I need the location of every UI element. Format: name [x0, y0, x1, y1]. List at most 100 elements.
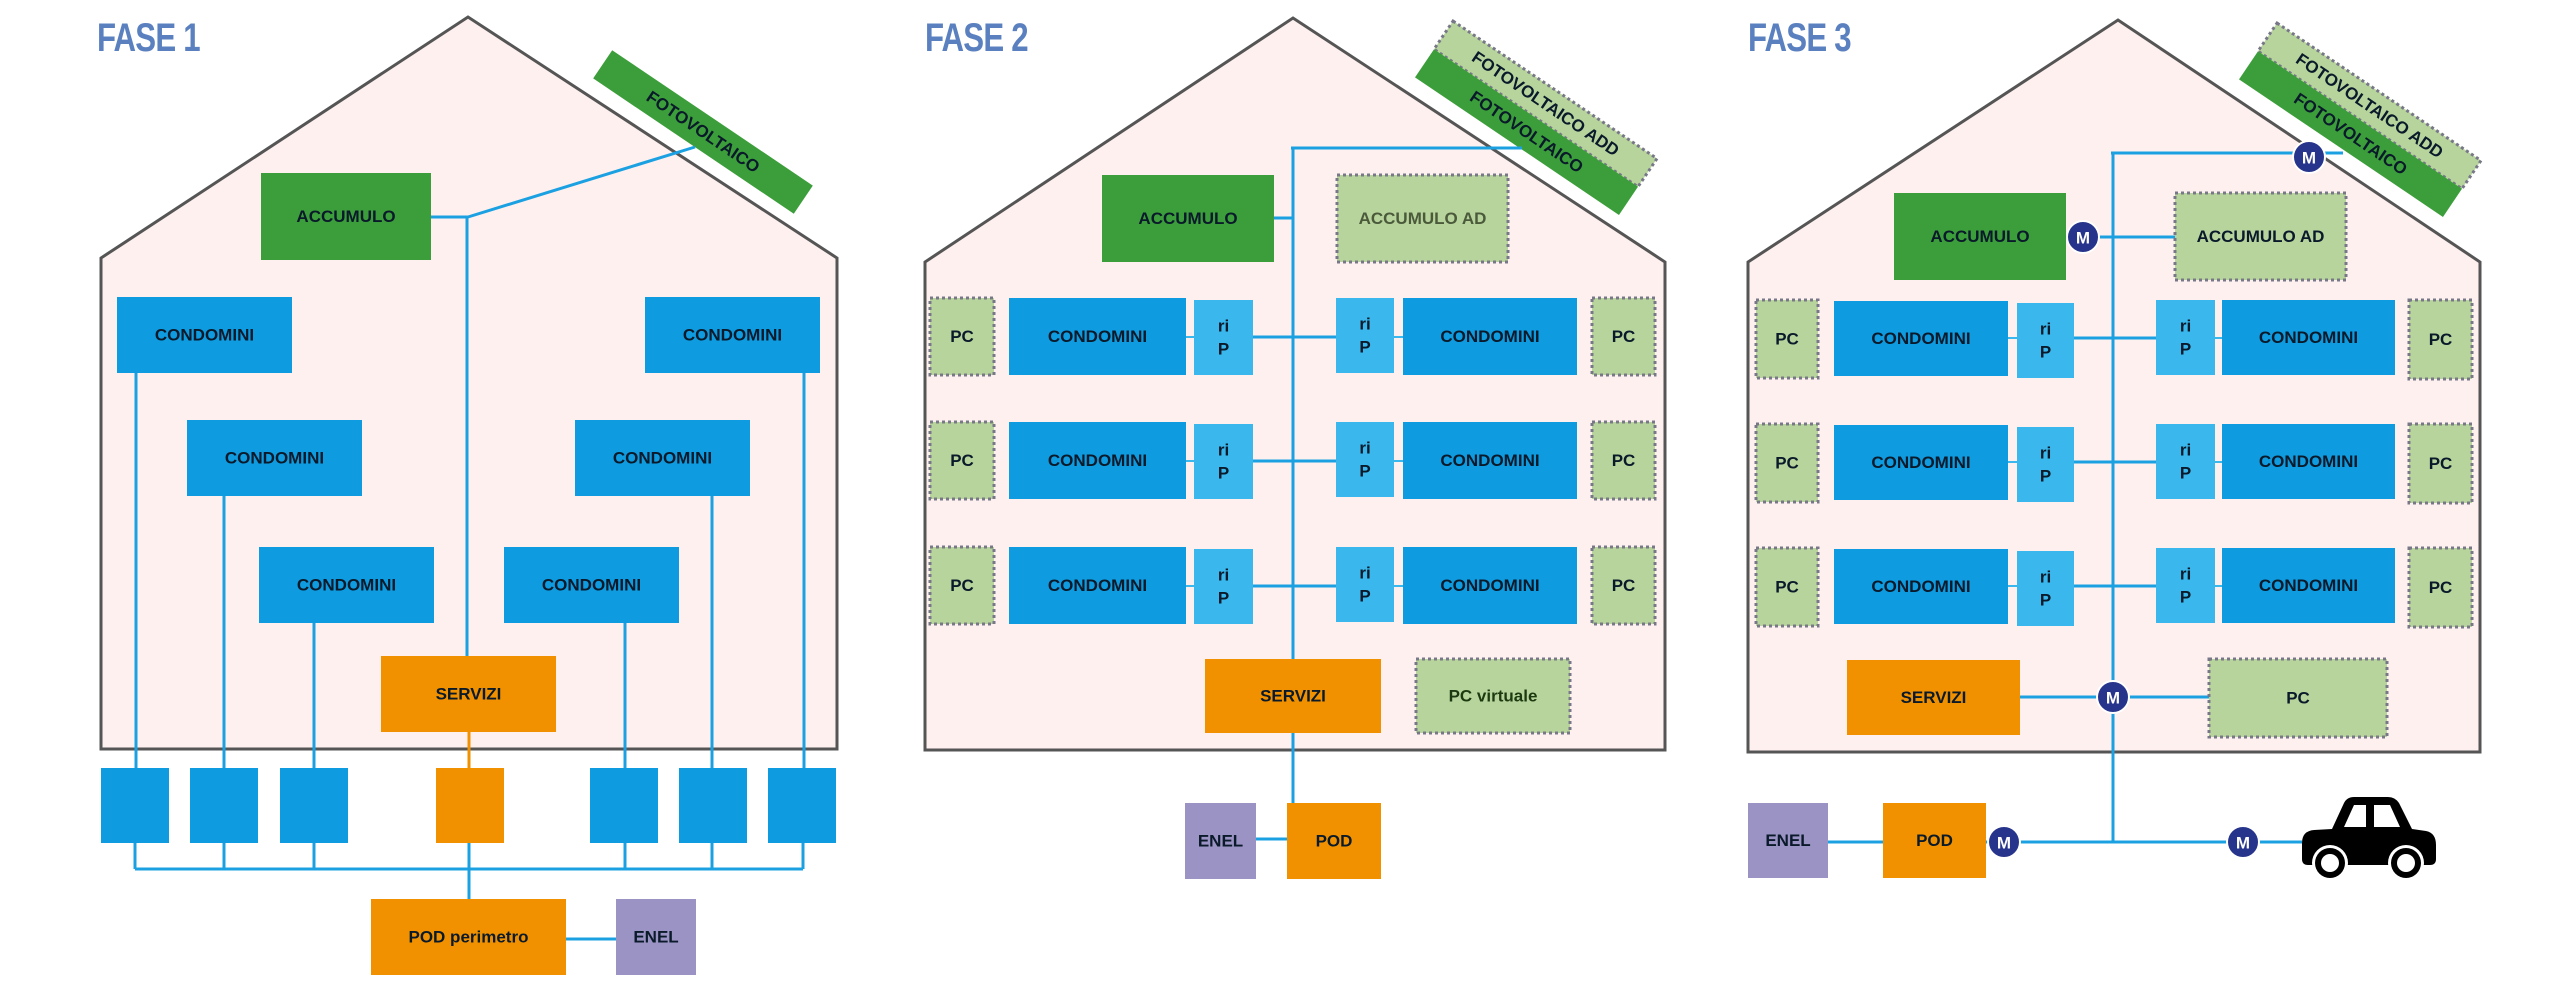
phase-1-accumulo-label: ACCUMULO	[296, 207, 395, 226]
phase-3-row-2-right-rip: riP	[2156, 424, 2215, 499]
phase-3-row-3-right-rip-label: P	[2180, 588, 2191, 607]
phase-3-row-3-right-rip-shape	[2156, 548, 2215, 623]
phase-3-row-2-right-rip-shape	[2156, 424, 2215, 499]
phase-3-pod-shape	[1883, 803, 1986, 878]
phase-2-row-1-left-condomini-label: CONDOMINI	[1048, 327, 1147, 346]
phase-2-row-3-right-pc-shape	[1590, 545, 1657, 626]
phase-2-row-3-left-condomini-label: CONDOMINI	[1048, 576, 1147, 595]
phase-3-row-1-right-rip-shape	[2156, 300, 2215, 375]
phase-1-pod-perimetro: POD perimetro	[371, 899, 566, 975]
phase-2-accumulo-ad-label: ACCUMULO AD	[1359, 209, 1487, 228]
phase-3-row-3-right-pc-shape	[2407, 546, 2474, 629]
phase-2-row-3-right-rip-label: ri	[1359, 564, 1370, 583]
phase-1-condomini-6: CONDOMINI	[645, 297, 820, 373]
phase-1-condomini-2-label: CONDOMINI	[225, 449, 324, 468]
phase-2-servizi-shape	[1205, 659, 1381, 733]
phase-2-row-1-left-pc-label: PC	[950, 327, 974, 346]
phase-1-condomini-5-label: CONDOMINI	[613, 449, 712, 468]
phase-2-pod: POD	[1287, 803, 1381, 879]
phase-2-row-1-right-rip-label: P	[1359, 338, 1370, 357]
phase-3-row-1-left-pc-shape	[1754, 298, 1820, 380]
phase-2-row-1-left-pc-shape	[928, 296, 996, 377]
phase-3-row-2-right-condomini-shape	[2222, 424, 2395, 499]
phase-2-accumulo: ACCUMULO	[1102, 175, 1274, 262]
phase-3-row-2-left-pc-label: PC	[1775, 454, 1799, 473]
phase-2-servizi-label: SERVIZI	[1260, 687, 1326, 706]
phase-1-enel-label: ENEL	[633, 928, 678, 947]
phase-2-enel-label: ENEL	[1198, 832, 1243, 851]
phase-1-condomini-6-shape	[645, 297, 820, 373]
phase-3-row-2-right-condomini-label: CONDOMINI	[2259, 452, 2358, 471]
phase-1-meter-box-2-shape	[190, 768, 258, 843]
phase-1-condomini-4: CONDOMINI	[504, 547, 679, 623]
phase-2-row-2-left-pc: PC	[928, 420, 996, 501]
phase-1-accumulo: ACCUMULO	[261, 173, 431, 260]
phase-3-row-1-left-rip: riP	[2017, 303, 2074, 378]
phase-2-row-1-right-rip-shape	[1336, 298, 1394, 373]
meter-label: M	[2106, 689, 2120, 708]
phase-1-condomini-2: CONDOMINI	[187, 420, 362, 496]
phase-2-row-3-right-rip-shape	[1336, 547, 1394, 622]
phase-3-row-1-right-condomini-label: CONDOMINI	[2259, 328, 2358, 347]
phase-2-row-2-left-rip: riP	[1194, 424, 1253, 499]
phase-3-row-1-left-pc-label: PC	[1775, 330, 1799, 349]
phase-3-row-3-left-rip-shape	[2017, 551, 2074, 626]
phase-2-pc-virtuale: PC virtuale	[1414, 657, 1572, 735]
phase-3-enel: ENEL	[1748, 803, 1828, 878]
phase-2-row-3-left-condomini: CONDOMINI	[1009, 547, 1186, 624]
phase-1-condomini-1: CONDOMINI	[117, 297, 292, 373]
phase-2-row-2-right-condomini: CONDOMINI	[1403, 422, 1577, 499]
phase-2-row-2-left-condomini-shape	[1009, 422, 1186, 499]
car-hub	[2397, 854, 2415, 872]
phase-3-row-1-right-pc-label: PC	[2429, 330, 2453, 349]
phase-2-row-3-left-rip-label: P	[1218, 589, 1229, 608]
phase-3-row-2-left-rip: riP	[2017, 427, 2074, 502]
meter-circle	[1987, 825, 2021, 859]
phase-3-row-3-right-rip: riP	[2156, 548, 2215, 623]
phase-2-row-1-right-pc: PC	[1590, 296, 1657, 377]
phase-2-row-3-left-rip-label: ri	[1218, 566, 1229, 585]
phase-3-enel-label: ENEL	[1765, 831, 1810, 850]
phase-3-servizi-shape	[1847, 660, 2020, 735]
car-window-left	[2344, 805, 2366, 827]
phase-2-row-2-right-condomini-shape	[1403, 422, 1577, 499]
phase-3-row-2-left-pc-shape	[1754, 422, 1820, 504]
phase-2-row-3-left-rip: riP	[1194, 549, 1253, 624]
phase-3-row-3-right-condomini-label: CONDOMINI	[2259, 576, 2358, 595]
phase-3-row-3-right-condomini: CONDOMINI	[2222, 548, 2395, 623]
phase-2-row-1-right-condomini-label: CONDOMINI	[1440, 327, 1539, 346]
phase-1-enel: ENEL	[616, 899, 696, 975]
car-hub	[2321, 854, 2339, 872]
phase-1-pod-perimetro-label: POD perimetro	[409, 928, 529, 947]
phase-2-accumulo-label: ACCUMULO	[1138, 209, 1237, 228]
phase-2-row-2-left-condomini-label: CONDOMINI	[1048, 451, 1147, 470]
phase-3-row-2-right-pc-label: PC	[2429, 454, 2453, 473]
phase-2-row-1-right-rip-label: ri	[1359, 315, 1370, 334]
phase-2-enel-shape	[1185, 803, 1256, 879]
phase-2-row-1-right-pc-shape	[1590, 296, 1657, 377]
phase-3-row-1-right-condomini: CONDOMINI	[2222, 300, 2395, 375]
phase-3-row-2-left-rip-label: ri	[2040, 444, 2051, 463]
phase-3-row-1-right-rip-label: P	[2180, 340, 2191, 359]
phase-2-row-2-right-pc: PC	[1590, 420, 1657, 501]
phase-3-row-3-left-rip-label: ri	[2040, 568, 2051, 587]
phase-1-condomini-4-shape	[504, 547, 679, 623]
phase-3-row-3-left-condomini-shape	[1834, 549, 2008, 624]
phase-2-fotovoltaico-shape	[1415, 49, 1638, 215]
phase-3-meter-accumulo-icon: M	[2066, 220, 2100, 254]
car-icon	[2302, 797, 2436, 881]
phase-1-house	[99, 15, 839, 751]
phase-2-row-1-left-pc: PC	[928, 296, 996, 377]
phase-1-condomini-4-label: CONDOMINI	[542, 576, 641, 595]
phase-3-row-3-right-pc: PC	[2407, 546, 2474, 629]
phase-3-pc-shape	[2207, 657, 2389, 739]
phase-3-row-3-right-condomini-shape	[2222, 548, 2395, 623]
phase-3-fotovoltaico-shape	[2239, 51, 2462, 217]
phase-2-row-2-right-rip-label: P	[1359, 462, 1370, 481]
phase-1-meter-box-1-shape	[101, 768, 169, 843]
phase-1-condomini-3: CONDOMINI	[259, 547, 434, 623]
phase-2-servizi: SERVIZI	[1205, 659, 1381, 733]
phase-3-row-3-left-pc-label: PC	[1775, 578, 1799, 597]
phase-2-accumulo-ad-shape	[1335, 173, 1510, 264]
